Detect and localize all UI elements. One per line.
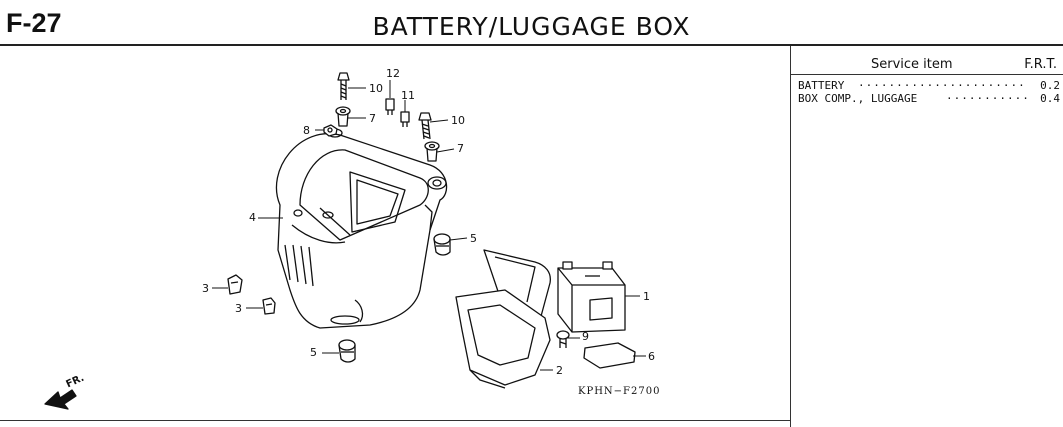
panel-divider xyxy=(790,46,791,427)
bolt-10-top xyxy=(337,72,350,100)
callout-number: 8 xyxy=(303,124,310,137)
callout-number: 5 xyxy=(310,346,317,359)
page-code: F-27 xyxy=(6,8,62,38)
callout-number: 6 xyxy=(648,350,655,363)
page-header: F-27 BATTERY/LUGGAGE BOX xyxy=(0,0,1063,46)
rubber-mount-5-bottom xyxy=(338,339,356,363)
page-title: BATTERY/LUGGAGE BOX xyxy=(372,12,691,41)
collar-7-top xyxy=(335,106,351,127)
battery-drawing xyxy=(557,261,626,333)
battery-cover-drawing xyxy=(455,249,551,389)
callout-number: 11 xyxy=(401,89,415,102)
service-row: BOX COMP., LUGGAGE ··········· 0.4 xyxy=(798,92,1060,105)
fuse-12 xyxy=(385,98,395,115)
leader-dots: ··········· xyxy=(946,92,1028,105)
collar-7-right xyxy=(424,141,440,162)
service-item-name: BATTERY xyxy=(798,79,845,92)
callout-number: 12 xyxy=(386,67,400,80)
callout-number: 3 xyxy=(202,282,209,295)
clip-3-upper xyxy=(227,274,243,295)
callout-number: 7 xyxy=(369,112,376,125)
diagram-reference-code: KPHN−F2700 xyxy=(578,386,661,397)
callout-number: 7 xyxy=(457,142,464,155)
callout-number: 5 xyxy=(470,232,477,245)
luggage-box-drawing xyxy=(275,128,448,329)
service-item-frt: 0.4 xyxy=(1040,92,1060,105)
fuse-11 xyxy=(400,111,410,127)
service-item-header: Service item xyxy=(871,57,953,72)
callout-number: 3 xyxy=(235,302,242,315)
callout-number: 1 xyxy=(643,290,650,303)
leader-dots: ························· xyxy=(858,79,1026,92)
exploded-view-drawing xyxy=(44,72,646,410)
service-table-header: Service item F.R.T. xyxy=(791,56,1063,75)
callout-number: 9 xyxy=(582,330,589,343)
bottom-rule xyxy=(0,420,790,421)
front-direction-arrow-icon xyxy=(44,389,77,410)
battery-pad-6 xyxy=(583,342,636,369)
callout-number: 10 xyxy=(369,82,383,95)
service-item-frt: 0.2 xyxy=(1040,79,1060,92)
frt-header: F.R.T. xyxy=(1024,57,1057,72)
callout-number: 10 xyxy=(451,114,465,127)
nut-8 xyxy=(323,124,338,137)
bolt-10-right xyxy=(418,112,432,140)
screw-9 xyxy=(556,330,570,348)
clip-3-lower xyxy=(262,297,276,315)
service-item-name: BOX COMP., LUGGAGE xyxy=(798,92,918,105)
service-row: BATTERY ························· 0.2 xyxy=(798,79,1060,92)
callout-number: 4 xyxy=(249,211,256,224)
rubber-mount-5-right xyxy=(433,233,451,256)
callout-number: 2 xyxy=(556,364,563,377)
